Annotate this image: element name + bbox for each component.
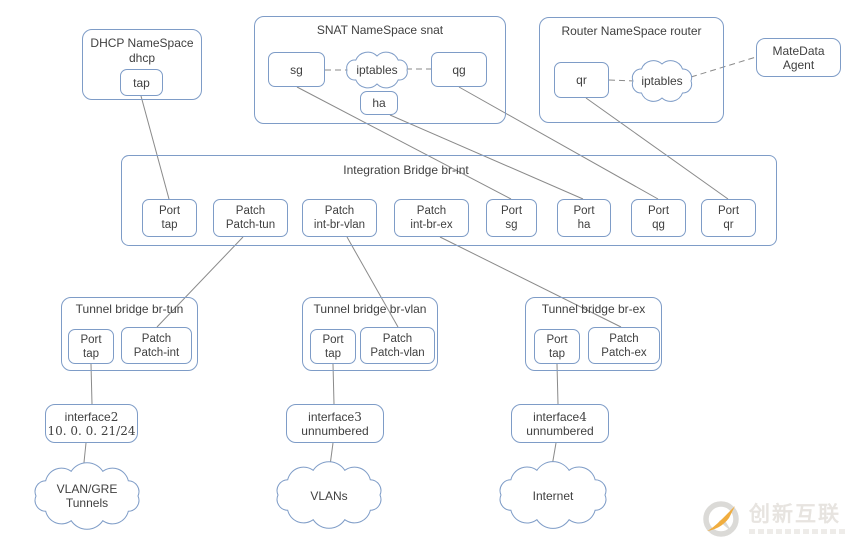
- br-tun-port-tap-node: Port tap: [68, 329, 114, 364]
- dhcp-namespace-box: DHCP NameSpace dhcp: [82, 29, 202, 100]
- dhcp-tap-node: tap: [120, 69, 163, 96]
- vlans-cloud-label: VLANs: [310, 489, 348, 503]
- brint-port-qg-node: Port qg: [631, 199, 686, 237]
- brint-port-sg-node: Port sg: [486, 199, 537, 237]
- br-tun-bridge-box: Tunnel bridge br-tun: [61, 297, 198, 371]
- watermark: 创新互联: [701, 492, 867, 545]
- internet-cloud-label: Internet: [532, 489, 574, 503]
- br-vlan-bridge-box: Tunnel bridge br-vlan: [302, 297, 438, 371]
- snat-qg-node: qg: [431, 52, 487, 87]
- brint-patch-tun-node: Patch Patch-tun: [213, 199, 288, 237]
- router-iptables-cloud-label: iptables: [641, 74, 683, 88]
- dhcp-namespace-title: DHCP NameSpace dhcp: [90, 36, 194, 65]
- brint-patch-int-br-vlan-node: Patch int-br-vlan: [302, 199, 377, 237]
- watermark-tagline: [749, 528, 845, 534]
- brint-port-qr-node: Port qr: [701, 199, 756, 237]
- br-ex-bridge-box: Tunnel bridge br-ex: [525, 297, 662, 371]
- br-tun-patch-int-node: Patch Patch-int: [121, 327, 192, 364]
- watermark-brand: 创新互联: [749, 502, 841, 526]
- br-vlan-title: Tunnel bridge br-vlan: [313, 302, 427, 316]
- brint-patch-int-br-ex-node: Patch int-br-ex: [394, 199, 469, 237]
- router-namespace-box: Router NameSpace router: [539, 17, 724, 123]
- chuangxin-logo-icon: [703, 500, 739, 537]
- integration-bridge-box: Integration Bridge br-int: [121, 155, 777, 246]
- vlan-gre-tunnels-cloud-label: VLAN/GRE Tunnels: [56, 482, 118, 510]
- snat-namespace-box: SNAT NameSpace snat: [254, 16, 506, 124]
- integration-bridge-title: Integration Bridge br-int: [343, 163, 469, 177]
- snat-namespace-title: SNAT NameSpace snat: [316, 23, 444, 37]
- br-vlan-patch-vlan-node: Patch Patch-vlan: [360, 327, 435, 364]
- snat-sg-node: sg: [268, 52, 325, 87]
- router-qr-node: qr: [554, 62, 609, 98]
- br-ex-port-tap-node: Port tap: [534, 329, 580, 364]
- brint-port-ha-node: Port ha: [557, 199, 611, 237]
- br-ex-title: Tunnel bridge br-ex: [541, 302, 646, 316]
- br-ex-patch-ex-node: Patch Patch-ex: [588, 327, 660, 364]
- brint-port-tap-node: Port tap: [142, 199, 197, 237]
- br-vlan-port-tap-node: Port tap: [310, 329, 356, 364]
- br-tun-title: Tunnel bridge br-tun: [75, 302, 184, 316]
- connector-lines: [82, 86, 729, 474]
- router-namespace-title: Router NameSpace router: [561, 24, 702, 38]
- interface3-node: interface3 unnumbered: [286, 404, 384, 443]
- snat-iptables-cloud-label: iptables: [356, 63, 398, 77]
- interface4-node: interface4 unnumbered: [511, 404, 609, 443]
- interface2-node: interface2 10. 0. 0. 21/24: [45, 404, 138, 443]
- snat-ha-node: ha: [360, 91, 398, 115]
- matedata-agent-node: MateData Agent: [756, 38, 841, 77]
